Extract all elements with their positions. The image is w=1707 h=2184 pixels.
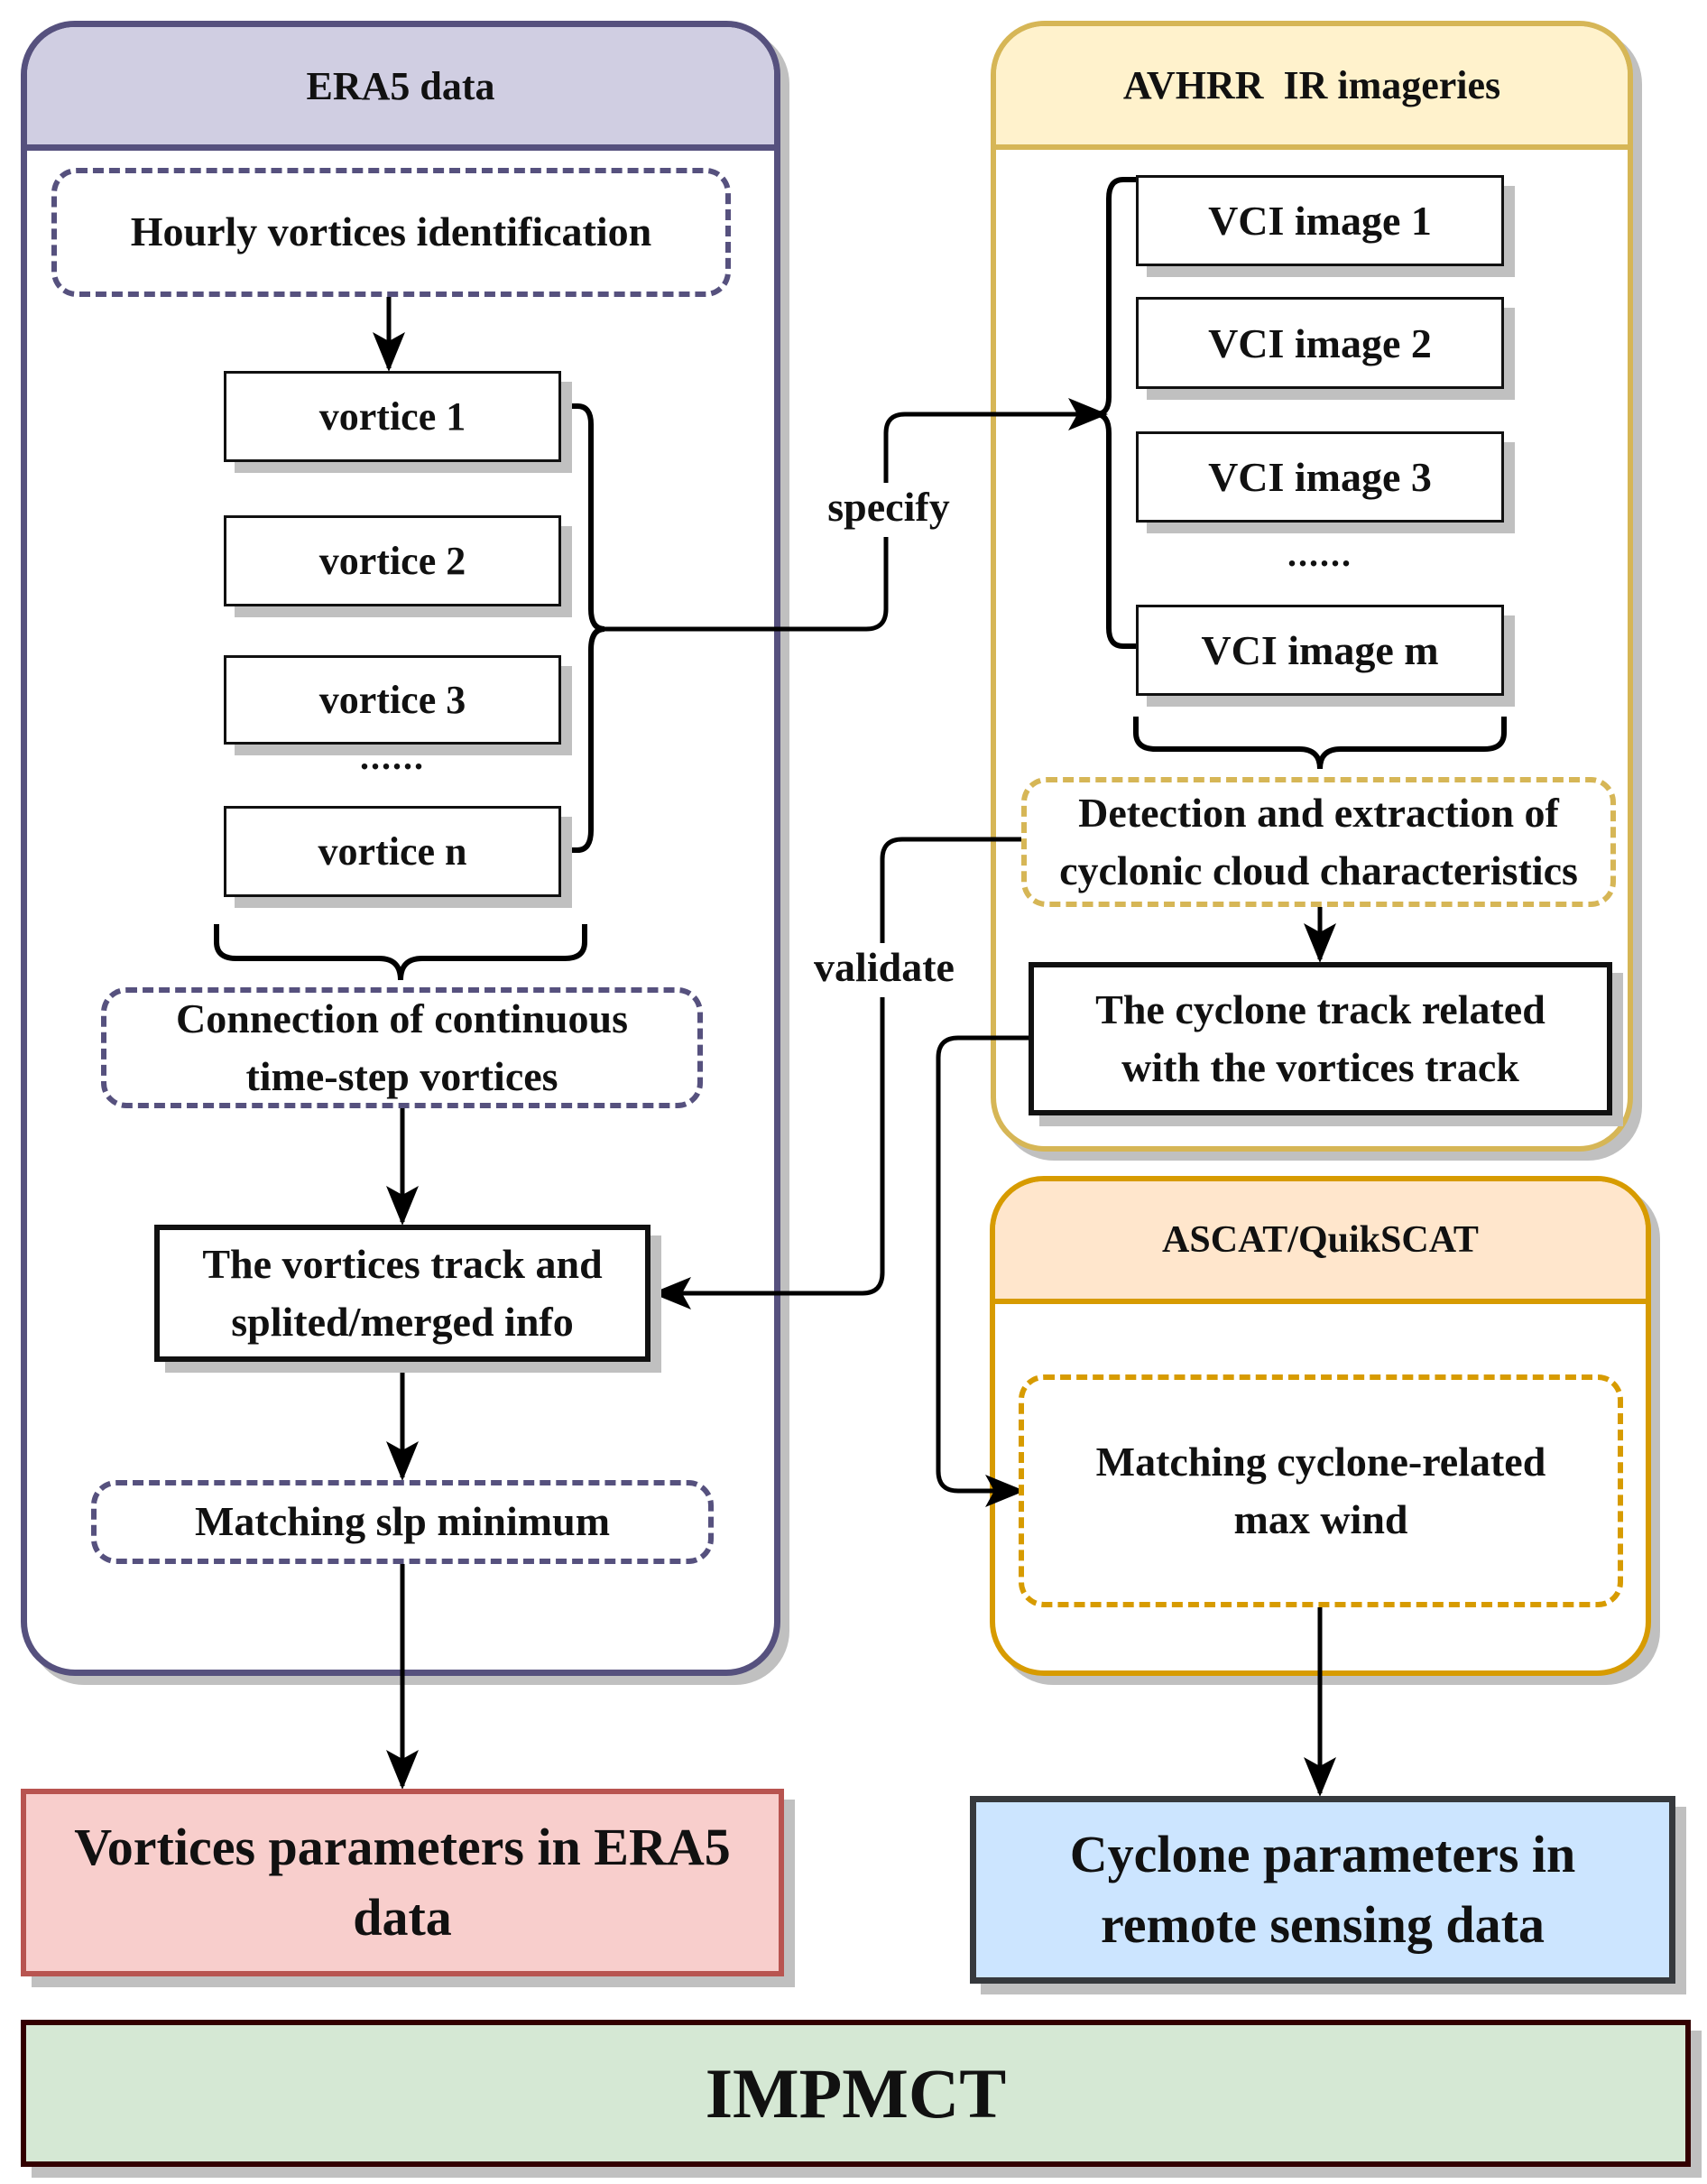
vortice-3-node[interactable]: vortice 3	[224, 655, 561, 745]
cyclone-track-label: The cyclone track related with the vorti…	[1095, 986, 1546, 1090]
impmct-banner[interactable]: IMPMCT	[21, 2020, 1691, 2167]
edge-validate	[651, 837, 1021, 1309]
cyclone-params-output[interactable]: Cyclone parameters in remote sensing dat…	[970, 1796, 1675, 1984]
ascat-title: ASCAT/QuikSCAT	[1162, 1219, 1479, 1261]
connection-label: Connection of continuous time-step vorti…	[176, 995, 628, 1099]
slp-minimum-node[interactable]: Matching slp minimum	[91, 1480, 714, 1564]
detection-label: Detection and extraction of cyclonic clo…	[1059, 789, 1578, 893]
vortices-track-node[interactable]: The vortices track and splited/merged in…	[154, 1225, 651, 1362]
avhrr-header: AVHRR IR imageries	[996, 26, 1628, 150]
vortice-2-label: vortice 2	[318, 539, 466, 583]
vci-image-m-node[interactable]: VCI image m	[1136, 605, 1504, 696]
vortice-n-label: vortice n	[318, 829, 467, 874]
vortice-n-node[interactable]: vortice n	[224, 806, 561, 897]
vortice-2-node[interactable]: vortice 2	[224, 515, 561, 606]
vci-image-3-label: VCI image 3	[1208, 454, 1432, 500]
vci-ellipsis: ......	[1287, 533, 1352, 574]
cyclone-params-label: Cyclone parameters in remote sensing dat…	[1069, 1824, 1576, 1954]
vci-image-2-node[interactable]: VCI image 2	[1136, 297, 1504, 389]
vortices-ellipsis: ......	[360, 736, 425, 777]
avhrr-title: AVHRR IR imageries	[1122, 63, 1501, 107]
vortices-params-output[interactable]: Vortices parameters in ERA5 data	[21, 1789, 784, 1976]
validate-label: validate	[807, 943, 961, 997]
vortice-1-node[interactable]: vortice 1	[224, 371, 561, 462]
era5-header: ERA5 data	[27, 27, 774, 151]
vortices-right-brace	[561, 403, 605, 853]
vci-left-brace	[1095, 177, 1136, 649]
cyclone-track-node[interactable]: The cyclone track related with the vorti…	[1029, 962, 1612, 1115]
vci-image-3-node[interactable]: VCI image 3	[1136, 431, 1504, 523]
slp-minimum-label: Matching slp minimum	[194, 1498, 611, 1545]
vortices-track-label: The vortices track and splited/merged in…	[202, 1240, 603, 1345]
vortice-1-label: vortice 1	[318, 394, 466, 439]
detection-node[interactable]: Detection and extraction of cyclonic clo…	[1021, 777, 1616, 907]
vci-image-1-label: VCI image 1	[1208, 198, 1432, 244]
era5-title: ERA5 data	[306, 63, 495, 108]
connection-node[interactable]: Connection of continuous time-step vorti…	[101, 987, 703, 1108]
vortice-3-label: vortice 3	[318, 678, 466, 722]
vortices-params-label: Vortices parameters in ERA5 data	[74, 1817, 731, 1947]
vci-image-2-label: VCI image 2	[1208, 319, 1432, 366]
specify-label: specify	[817, 483, 961, 537]
edge-cyclone-track-to-max-wind	[936, 1035, 1029, 1507]
vci-image-1-node[interactable]: VCI image 1	[1136, 175, 1504, 266]
ascat-header: ASCAT/QuikSCAT	[995, 1181, 1646, 1304]
hourly-vortices-label: Hourly vortices identification	[130, 208, 652, 255]
max-wind-node[interactable]: Matching cyclone-related max wind	[1019, 1374, 1623, 1607]
vci-bottom-brace	[1133, 717, 1507, 770]
max-wind-label: Matching cyclone-related max wind	[1095, 1438, 1546, 1542]
hourly-vortices-node[interactable]: Hourly vortices identification	[51, 168, 731, 297]
impmct-title: IMPMCT	[705, 2053, 1007, 2133]
vci-image-m-label: VCI image m	[1201, 627, 1439, 673]
vortices-bottom-brace	[214, 924, 587, 981]
